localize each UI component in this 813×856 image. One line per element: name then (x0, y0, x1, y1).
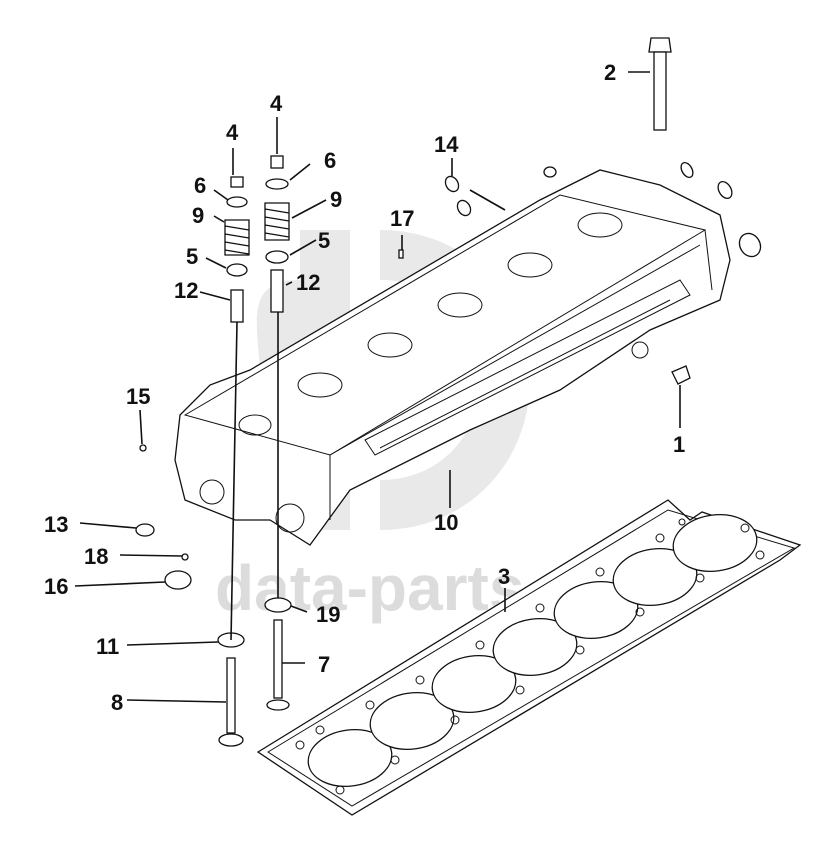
valve-guide-left (230, 289, 244, 323)
valve-cap-left (230, 176, 244, 188)
callout-4-right[interactable]: 4 (270, 91, 283, 116)
callout-1[interactable]: 1 (673, 432, 685, 457)
callout-6-right[interactable]: 6 (324, 148, 336, 173)
callout-2[interactable]: 2 (604, 60, 616, 85)
spring-seat-left (226, 263, 248, 277)
cylinder-head-body (174, 169, 731, 546)
seal-13 (135, 523, 155, 537)
cylinder-head-valve-ports (199, 212, 649, 533)
callout-5-right[interactable]: 5 (318, 228, 330, 253)
head-bolt[interactable] (648, 37, 672, 131)
callout-8[interactable]: 8 (111, 690, 123, 715)
gasket-cylinder-bores (307, 514, 758, 787)
callout-19[interactable]: 19 (316, 602, 340, 627)
gasket-bolt-holes (295, 518, 765, 795)
callout-3[interactable]: 3 (498, 564, 510, 589)
callout-17[interactable]: 17 (390, 206, 414, 231)
callout-5-left[interactable]: 5 (186, 244, 198, 269)
pin-18 (181, 553, 189, 561)
cylinder-head[interactable] (174, 169, 731, 546)
o-rings-14[interactable] (443, 161, 765, 261)
callout-11[interactable]: 11 (96, 634, 119, 659)
callout-labels: 1 2 3 4 4 5 5 6 6 7 8 9 9 10 11 12 12 13… (44, 60, 685, 715)
cylinder-head-gasket-rail (364, 279, 691, 456)
callout-7[interactable]: 7 (318, 652, 330, 677)
head-gasket[interactable] (256, 499, 802, 816)
exhaust-valve[interactable] (266, 619, 290, 711)
leader-lines (74, 71, 681, 703)
callout-12-left[interactable]: 12 (174, 278, 198, 303)
callout-9-right[interactable]: 9 (330, 187, 342, 212)
pin-17[interactable] (398, 249, 404, 259)
valve-train-right[interactable] (264, 155, 290, 313)
spring-left (224, 219, 250, 256)
valve-cap-right (270, 155, 284, 169)
valve-guide-right (270, 269, 284, 313)
callout-14[interactable]: 14 (434, 132, 459, 157)
spring-right (264, 202, 290, 241)
valve-seat-19[interactable] (264, 597, 292, 613)
callout-13[interactable]: 13 (44, 512, 68, 537)
callout-6-left[interactable]: 6 (194, 173, 206, 198)
watermark-text: data-parts (215, 552, 524, 624)
plug[interactable] (671, 365, 691, 385)
spring-seat-right (265, 250, 289, 264)
retainer-right (265, 178, 289, 190)
callout-4-left[interactable]: 4 (226, 120, 239, 145)
seal-16 (164, 570, 192, 590)
callout-9-left[interactable]: 9 (192, 203, 204, 228)
callout-15[interactable]: 15 (126, 384, 150, 409)
callout-12-right[interactable]: 12 (296, 270, 320, 295)
intake-valve[interactable] (218, 657, 244, 747)
callout-10[interactable]: 10 (434, 510, 458, 535)
pin-15 (139, 444, 147, 452)
retainer-left (226, 196, 248, 208)
callout-18[interactable]: 18 (84, 544, 108, 569)
callout-16[interactable]: 16 (44, 574, 68, 599)
seals-front[interactable] (135, 444, 192, 590)
